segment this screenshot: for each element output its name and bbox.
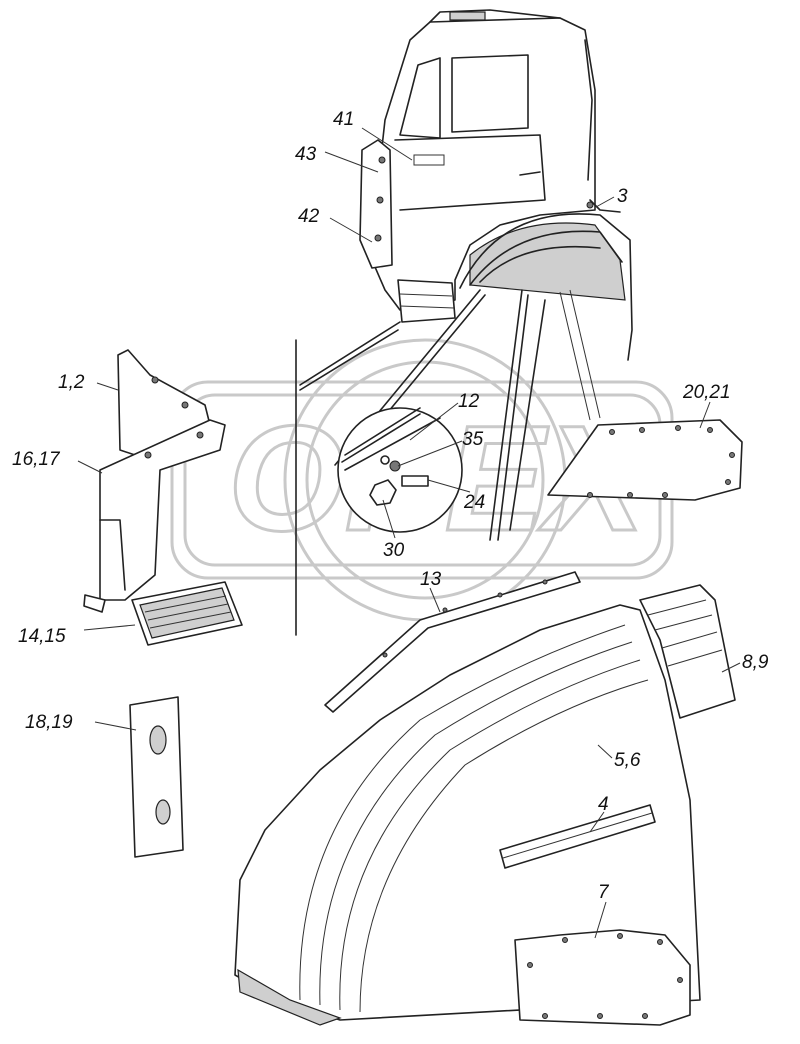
label-30: 30 bbox=[383, 540, 405, 561]
label-7: 7 bbox=[598, 882, 610, 903]
label-41: 41 bbox=[333, 109, 354, 130]
label-42: 42 bbox=[298, 206, 320, 227]
part-mudguard-bracket: 1,2 16,17 bbox=[12, 349, 226, 613]
part-step: 14,15 bbox=[18, 581, 243, 647]
part-fender-5-6: 5,6 bbox=[234, 604, 701, 1026]
part-strip-13: 13 bbox=[324, 569, 581, 713]
label-13: 13 bbox=[420, 569, 442, 590]
label-5-6: 5,6 bbox=[614, 750, 641, 771]
cab-callouts: 41 43 42 3 bbox=[295, 109, 628, 243]
label-1-2: 1,2 bbox=[58, 372, 85, 393]
truck-cab bbox=[359, 9, 633, 361]
part-panel-20-21: 20,21 bbox=[547, 382, 743, 501]
label-35: 35 bbox=[462, 429, 484, 450]
label-43: 43 bbox=[295, 144, 317, 165]
label-3: 3 bbox=[617, 186, 628, 207]
label-14-15: 14,15 bbox=[18, 626, 66, 647]
label-8-9: 8,9 bbox=[742, 652, 769, 673]
part-rail-4: 4 bbox=[499, 794, 656, 869]
detail-circle: 12 35 24 30 bbox=[337, 391, 485, 561]
label-12: 12 bbox=[458, 391, 480, 412]
part-panel-7: 7 bbox=[514, 882, 691, 1026]
label-20-21: 20,21 bbox=[682, 382, 731, 403]
part-bracket-18-19: 18,19 bbox=[25, 696, 184, 858]
part-extension-8-9: 8,9 bbox=[639, 584, 769, 719]
label-18-19: 18,19 bbox=[25, 712, 73, 733]
label-16-17: 16,17 bbox=[12, 449, 61, 470]
label-4: 4 bbox=[598, 794, 609, 815]
label-24: 24 bbox=[463, 492, 485, 513]
